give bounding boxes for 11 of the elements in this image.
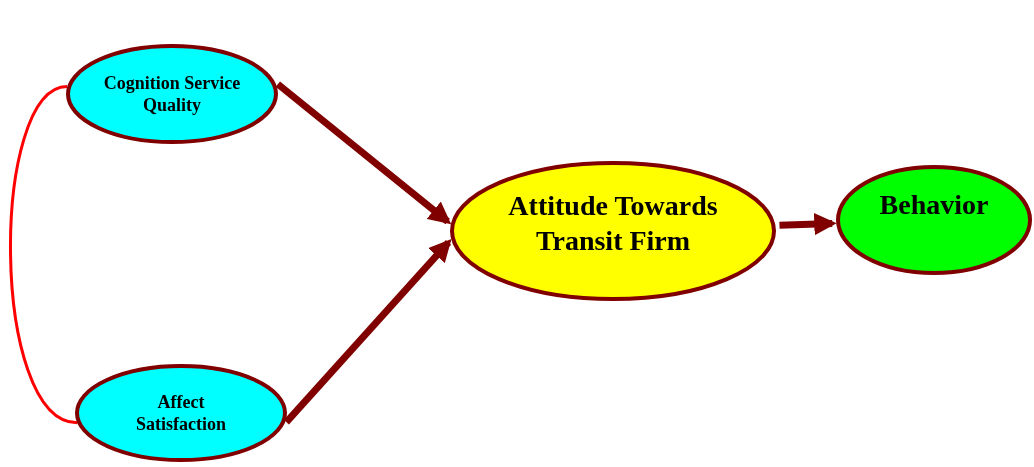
node-label: Behavior — [878, 187, 990, 222]
node-label: Cognition Service Quality — [102, 71, 242, 117]
node-label: Attitude Towards Transit Firm — [507, 189, 719, 258]
arrow — [275, 81, 452, 225]
ellipse-node — [836, 165, 1032, 275]
node-label: Affect Satisfaction — [135, 390, 227, 436]
ellipse-node — [450, 161, 776, 301]
connector-line — [9, 85, 78, 425]
ellipse-node — [66, 44, 278, 144]
arrow — [283, 239, 452, 425]
ellipse-node — [75, 364, 287, 462]
